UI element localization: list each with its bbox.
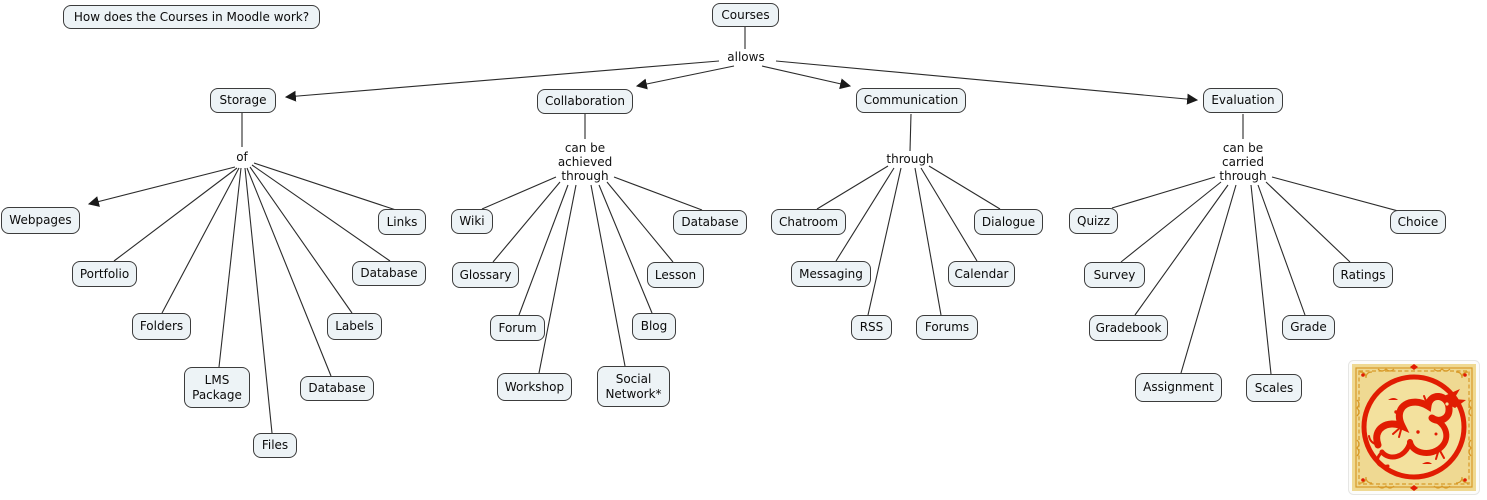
connector-line [1265,181,1351,263]
connector-line [1120,181,1222,263]
connector-line [835,167,895,262]
concept-collaboration[interactable]: Collaboration [537,89,633,114]
concept-messaging[interactable]: Messaging [791,261,871,287]
connector-line [909,113,912,152]
concept-scales[interactable]: Scales [1246,374,1302,402]
concept-files[interactable]: Files [253,433,297,458]
red-dragon-stamp-image [1348,360,1480,495]
concept-glossary[interactable]: Glossary [452,262,519,288]
concept-chatroom[interactable]: Chatroom [771,209,846,235]
question-box[interactable]: How does the Courses in Moodle work? [63,5,320,29]
concept-communication[interactable]: Communication [856,88,966,113]
link-phrase-through[interactable]: through [886,152,934,166]
connector-line [113,167,238,262]
connector-line [598,184,653,314]
connector-line [161,167,240,314]
connector-line [518,184,569,316]
concept-grade[interactable]: Grade [1282,315,1335,340]
connector-line [928,165,1001,210]
connector-line [914,167,942,316]
concept-lesson[interactable]: Lesson [647,262,704,288]
link-phrase-can-be-achieved-through[interactable]: can be achieved through [557,141,613,184]
connector-arrow [635,65,735,90]
connector-line [1134,184,1229,316]
link-phrase-can-be-carried-through[interactable]: can be carried through [1219,141,1267,184]
connector-line [246,167,332,377]
connector-line [590,184,626,367]
link-phrase-allows[interactable]: allows [727,50,765,64]
concept-forums[interactable]: Forums [916,315,978,340]
connector-line [244,167,273,434]
connector-line [606,181,674,263]
concept-database-storage-2[interactable]: Database [352,261,426,286]
concept-database-storage-1[interactable]: Database [300,376,374,401]
concept-portfolio[interactable]: Portfolio [72,261,137,287]
connector-arrow [87,166,236,207]
connector-arrow [284,60,720,102]
concept-assignment[interactable]: Assignment [1135,373,1222,402]
concept-forum[interactable]: Forum [490,315,545,341]
connector-arrow [761,65,852,90]
concept-evaluation[interactable]: Evaluation [1203,88,1283,113]
connector-line [1250,184,1272,375]
connector-line [867,167,902,316]
connector-line [481,176,557,210]
concept-folders[interactable]: Folders [132,313,191,340]
connector-line [1111,176,1216,209]
connector-line [538,184,577,374]
connector-line [816,165,889,210]
connector-line [218,167,242,368]
link-phrase-of[interactable]: of [236,150,248,164]
connector-arrow [775,60,1199,105]
concept-wiki[interactable]: Wiki [451,209,493,234]
connector-line [613,176,703,211]
concept-blog[interactable]: Blog [632,313,676,340]
concept-links[interactable]: Links [378,209,426,235]
concept-courses[interactable]: Courses [712,3,779,27]
concept-storage[interactable]: Storage [210,88,276,113]
concept-social-network[interactable]: Social Network* [597,366,670,407]
concept-choice[interactable]: Choice [1390,210,1446,234]
concept-gradebook[interactable]: Gradebook [1089,315,1168,341]
concept-rss[interactable]: RSS [851,315,892,340]
connector-line [920,167,978,262]
connector-line [1180,184,1237,374]
concept-database-collaboration[interactable]: Database [673,210,747,235]
concept-dialogue[interactable]: Dialogue [974,209,1043,235]
concept-quizz[interactable]: Quizz [1069,208,1118,234]
concept-survey[interactable]: Survey [1084,262,1145,288]
concept-workshop[interactable]: Workshop [497,373,572,401]
concept-calendar[interactable]: Calendar [948,261,1015,287]
concept-webpages[interactable]: Webpages [1,207,80,234]
connector-line [251,164,391,262]
connector-line [1257,184,1306,316]
connector-line [253,162,397,211]
connector-line [492,181,561,263]
concept-ratings[interactable]: Ratings [1333,262,1393,288]
concept-labels[interactable]: Labels [327,313,382,340]
connector-line [1271,176,1399,212]
connector-line [249,166,353,314]
concept-lms-package[interactable]: LMS Package [184,367,250,408]
